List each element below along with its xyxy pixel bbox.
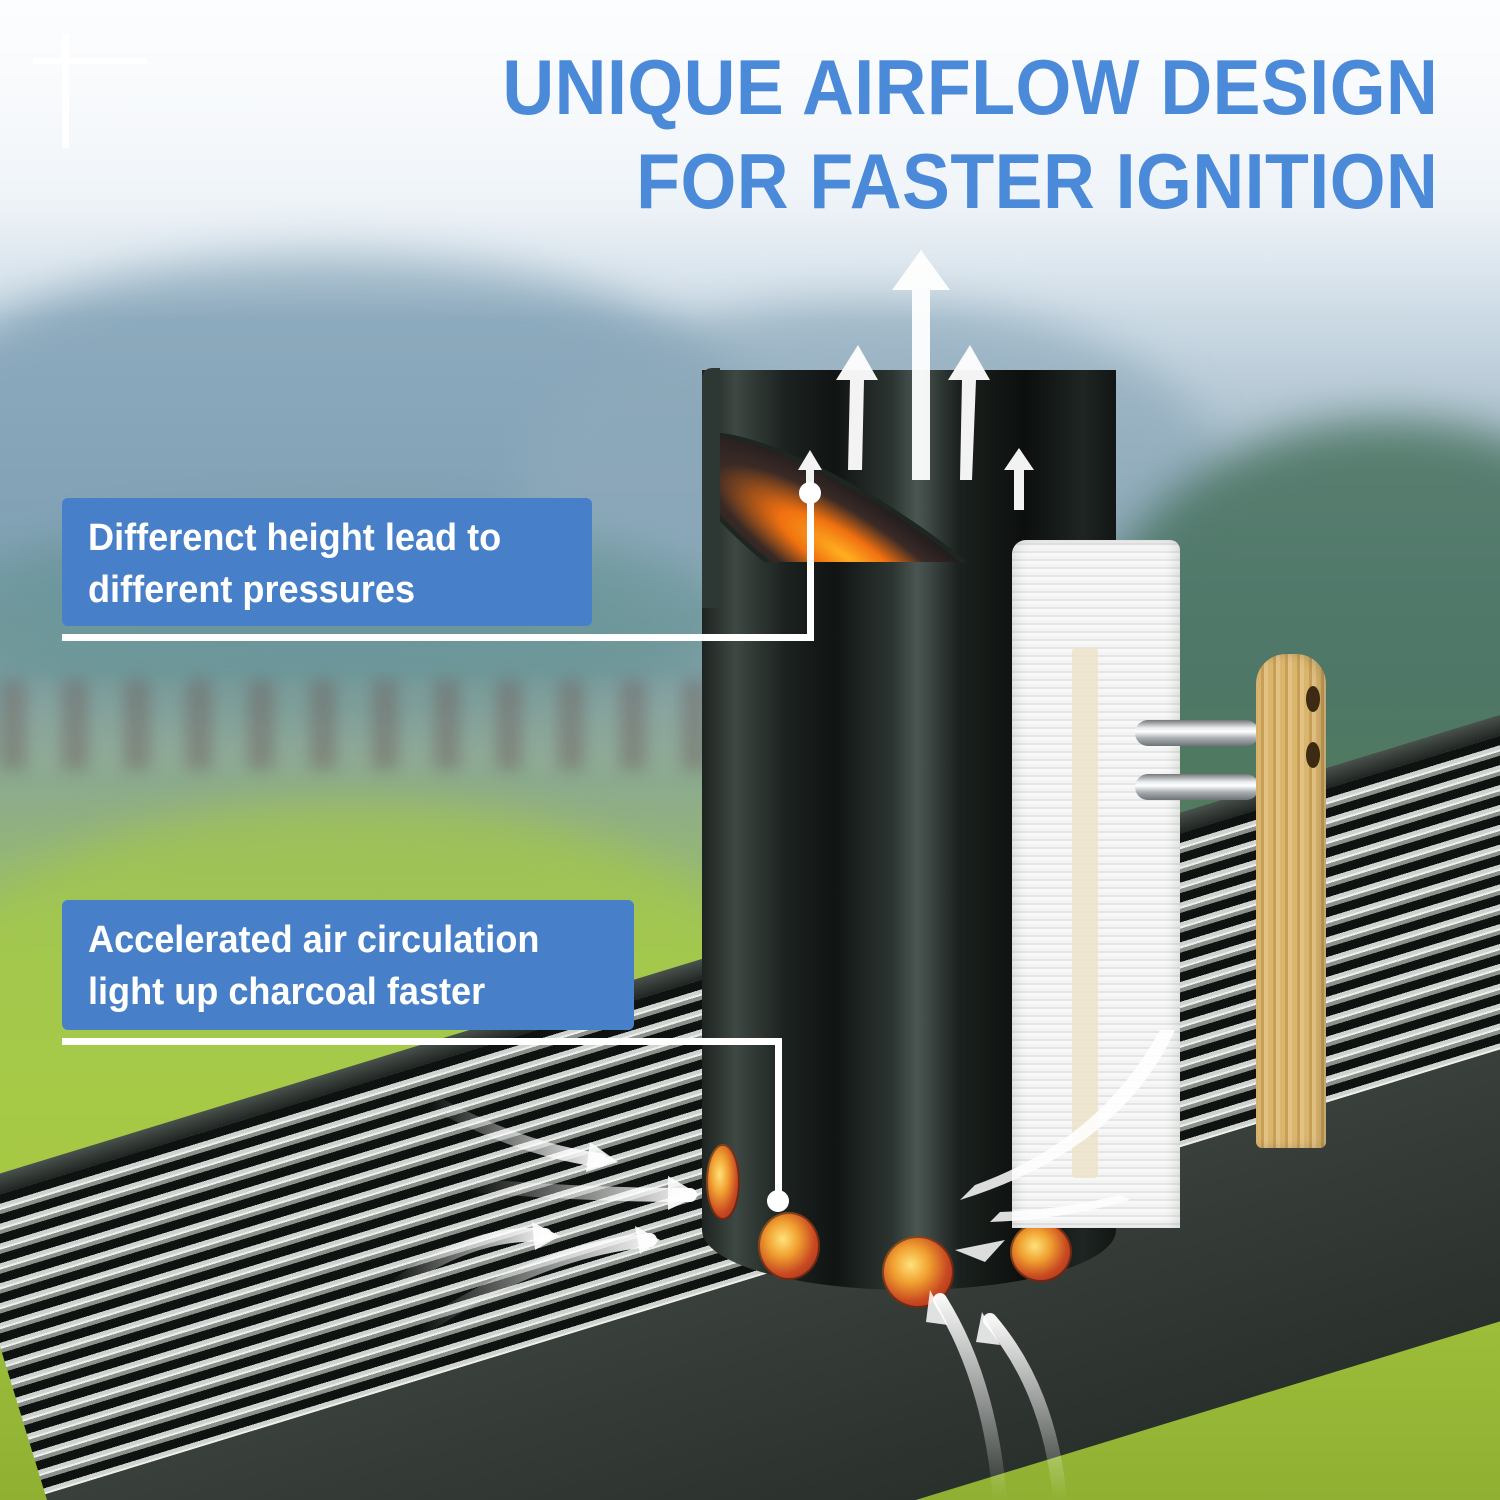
callout-pressure-leader-vertical xyxy=(807,494,814,641)
sky-haze xyxy=(0,0,1500,320)
callout-circulation-leader-vertical xyxy=(775,1038,782,1196)
air-vent-hole xyxy=(1010,1222,1072,1282)
wooden-handle xyxy=(1256,654,1326,1148)
chimney-top xyxy=(702,362,1122,562)
callout-pressure-line-1: Differenct height lead to xyxy=(88,517,502,559)
air-vent-hole xyxy=(758,1212,820,1280)
callout-circulation-leader-horizontal xyxy=(62,1038,782,1045)
cross-icon xyxy=(33,58,147,64)
headline-line-2: FOR FASTER IGNITION xyxy=(635,137,1438,225)
callout-circulation-line-1: Accelerated air circulation xyxy=(88,919,540,961)
air-vent-hole xyxy=(882,1236,954,1308)
cross-icon xyxy=(62,34,69,148)
background-fence xyxy=(0,680,720,770)
air-vent-hole xyxy=(706,1144,740,1220)
chimney-rim xyxy=(702,368,720,608)
callout-pressure-leader-horizontal xyxy=(62,634,814,641)
headline-line-1: UNIQUE AIRFLOW DESIGN xyxy=(502,43,1438,131)
callout-circulation-line-2: light up charcoal faster xyxy=(88,971,486,1013)
handle-rod xyxy=(1135,720,1259,746)
callout-circulation: Accelerated air circulation light up cha… xyxy=(62,900,634,1030)
callout-circulation-anchor-dot xyxy=(767,1190,789,1212)
handle-rod xyxy=(1135,774,1259,800)
callout-pressure-anchor-dot xyxy=(799,482,821,504)
callout-pressure: Differenct height lead to different pres… xyxy=(62,498,592,626)
heat-shield-slot xyxy=(1072,648,1098,1178)
callout-pressure-line-2: different pressures xyxy=(88,569,416,611)
handle-hole xyxy=(1306,742,1320,768)
burning-charcoal-opening xyxy=(702,392,1084,562)
handle-hole xyxy=(1306,686,1320,712)
headline: UNIQUE AIRFLOW DESIGN FOR FASTER IGNITIO… xyxy=(502,40,1438,228)
